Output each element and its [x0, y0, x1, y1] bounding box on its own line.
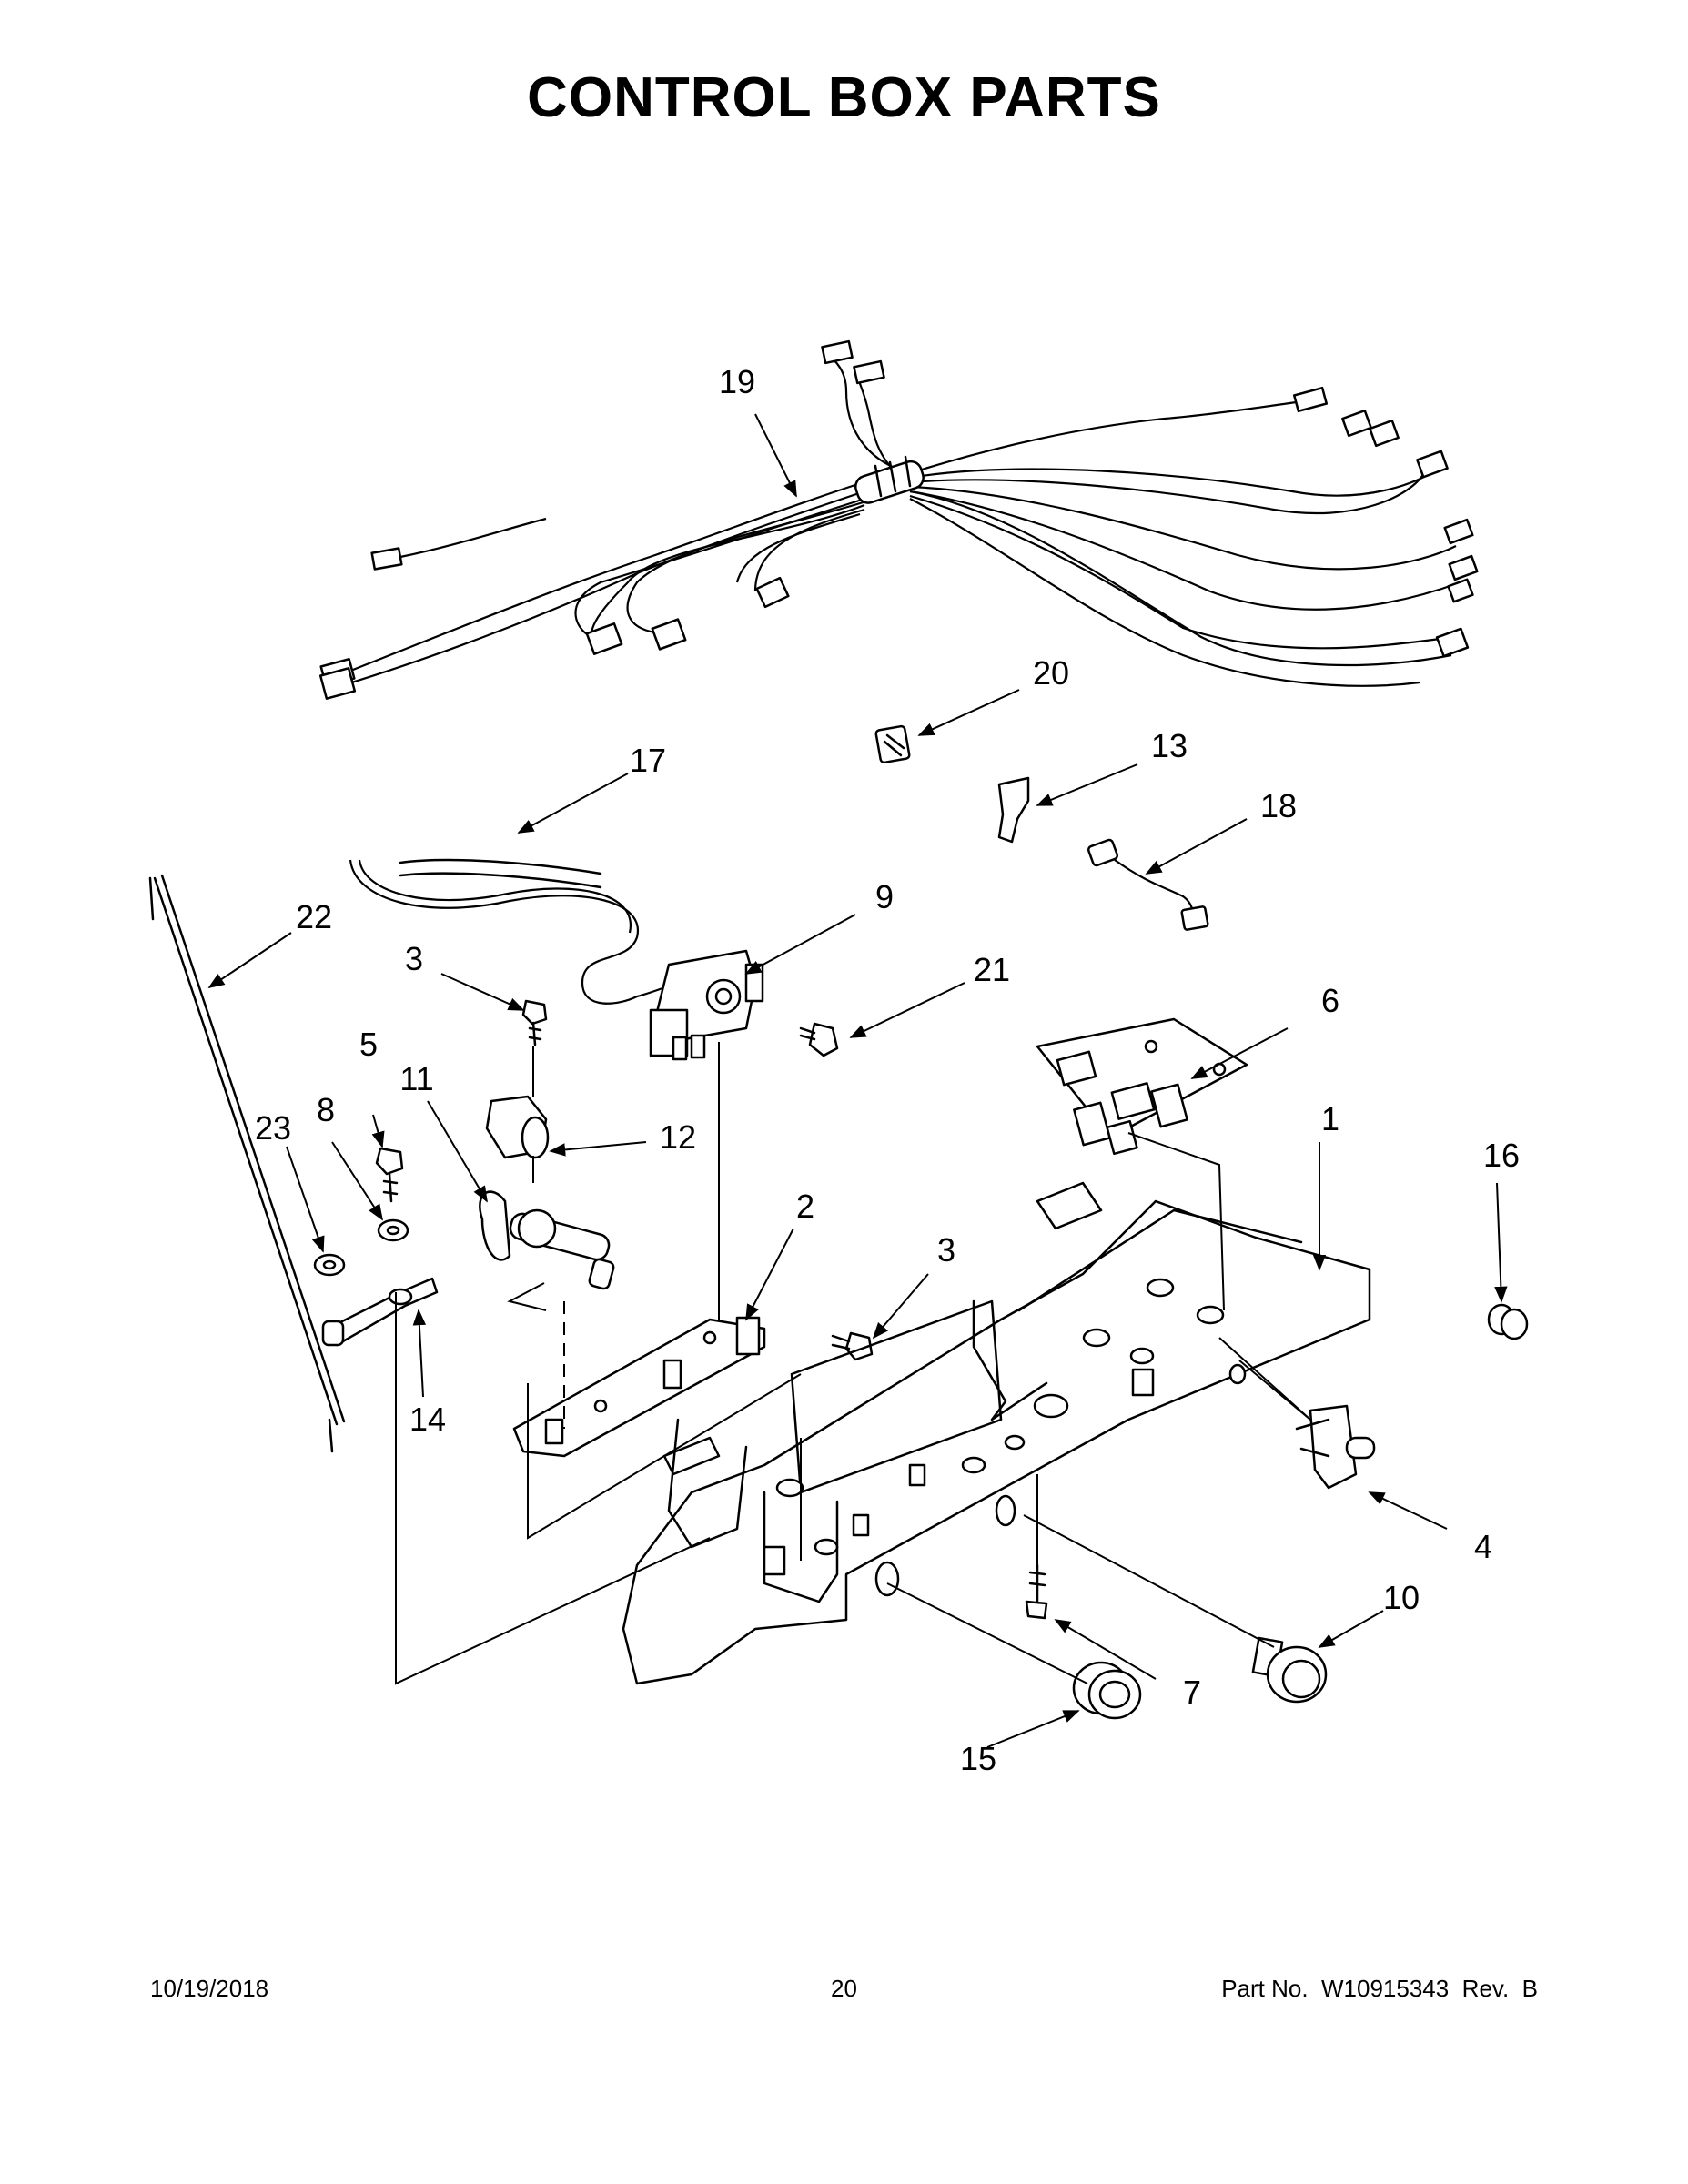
callout-15: 15 [960, 1740, 996, 1777]
part-4-switch [1295, 1404, 1376, 1490]
callout-2: 2 [796, 1188, 814, 1225]
callout-3-upper: 3 [405, 940, 423, 977]
part-1-control-box-housing [622, 1181, 1371, 1685]
callout-3-lower: 3 [937, 1231, 955, 1269]
part-13-bracket [997, 776, 1030, 844]
callout-14: 14 [409, 1400, 446, 1438]
part-18-jumper-wire [1087, 838, 1209, 931]
part-23-washer [313, 1253, 346, 1277]
footer-date: 10/19/2018 [150, 1975, 269, 2002]
callout-18: 18 [1260, 787, 1297, 824]
part-12-bracket [485, 1095, 550, 1159]
part-15-button [1072, 1661, 1142, 1720]
footer-page-number: 20 [831, 1975, 857, 2002]
part-3-screw-upper [521, 999, 548, 1046]
part-11-actuator [479, 1190, 615, 1290]
callout-11: 11 [399, 1060, 433, 1097]
part-9-control [649, 949, 764, 1061]
callout-22: 22 [296, 898, 332, 935]
callout-10: 10 [1383, 1579, 1420, 1616]
assembly-lines [395, 1042, 1311, 1685]
callout-19: 19 [719, 363, 755, 400]
part-10-button [1251, 1636, 1328, 1704]
callout-13: 13 [1151, 727, 1188, 764]
callout-arrows [207, 413, 1508, 1748]
callout-9: 9 [875, 878, 894, 915]
part-7-screw [1025, 1563, 1048, 1620]
callout-4: 4 [1474, 1528, 1492, 1565]
callout-1: 1 [1321, 1100, 1339, 1138]
part-6-circuit-board [1036, 1017, 1248, 1156]
callout-16: 16 [1483, 1137, 1520, 1174]
part-5-screw [375, 1147, 404, 1203]
wire-harness [318, 339, 1479, 700]
callout-6: 6 [1321, 982, 1339, 1019]
callout-21: 21 [974, 951, 1010, 988]
callout-labels: 19 20 13 18 17 9 21 22 3 6 1 5 11 12 8 2… [255, 363, 1520, 1777]
callout-8: 8 [317, 1091, 335, 1128]
part-2-bracket [512, 1316, 766, 1458]
callout-7: 7 [1183, 1673, 1201, 1711]
callout-12: 12 [660, 1118, 696, 1156]
page-title: CONTROL BOX PARTS [527, 66, 1161, 129]
callout-23: 23 [255, 1109, 291, 1147]
callout-20: 20 [1033, 654, 1069, 692]
callout-17: 17 [630, 742, 666, 779]
callout-5: 5 [359, 1026, 378, 1063]
part-17-tube [349, 858, 692, 1005]
part-20-clip [874, 724, 911, 764]
part-8-washer [377, 1218, 409, 1242]
part-21-screw [799, 1022, 839, 1057]
part-16-plug [1487, 1303, 1529, 1340]
footer-part-number: Part No. W10915343 Rev. B [1221, 1975, 1538, 2002]
part-22-rod [148, 874, 346, 1453]
